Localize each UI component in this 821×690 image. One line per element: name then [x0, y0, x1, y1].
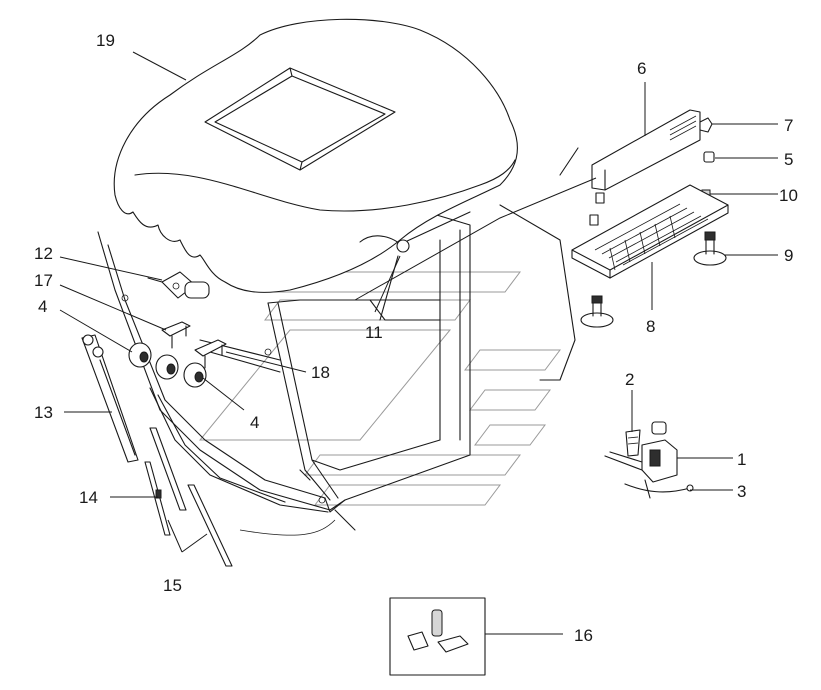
callout-18: 18 — [311, 363, 330, 382]
wiper-motor — [147, 271, 210, 299]
callout-5: 5 — [784, 150, 793, 169]
relay-component — [625, 429, 641, 457]
sun-visor — [591, 109, 701, 191]
wiper-blades — [144, 427, 233, 567]
callout-17: 17 — [34, 271, 53, 290]
mounting-knob-installed — [580, 295, 614, 328]
bracket-18 — [194, 339, 227, 369]
shelf-tray — [571, 184, 729, 279]
callout-15: 15 — [163, 576, 182, 595]
callout-7: 7 — [784, 116, 793, 135]
callout-11: 11 — [365, 323, 383, 342]
visor-clip — [699, 117, 713, 133]
callout-labels: 19 6 7 5 10 9 8 12 17 4 11 18 2 13 4 1 3… — [34, 31, 798, 645]
callout-9: 9 — [784, 246, 793, 265]
small-cap — [703, 151, 715, 163]
cab-frame — [97, 147, 579, 536]
callout-3: 3 — [737, 482, 746, 501]
callout-12: 12 — [34, 244, 53, 263]
round-lamps — [128, 342, 207, 388]
callout-8: 8 — [646, 317, 655, 336]
watermark-logo — [198, 271, 561, 506]
callout-16: 16 — [574, 626, 593, 645]
callout-10: 10 — [779, 186, 798, 205]
callout-4-bottom: 4 — [250, 413, 259, 432]
callout-2: 2 — [625, 370, 634, 389]
pump-cable — [624, 479, 694, 499]
kit-box — [389, 597, 486, 676]
callout-13: 13 — [34, 403, 53, 422]
roof-panel — [113, 18, 518, 293]
mounting-knob — [693, 231, 727, 266]
callout-6: 6 — [637, 59, 646, 78]
bracket-17 — [161, 321, 191, 349]
washer-pump — [604, 421, 678, 483]
callout-4-top: 4 — [38, 297, 47, 316]
roof-beacon — [359, 211, 471, 321]
leader-lines — [59, 51, 778, 635]
callout-19: 19 — [96, 31, 115, 50]
wiper-arm — [81, 334, 139, 463]
callout-14: 14 — [79, 488, 98, 507]
callout-1: 1 — [737, 450, 746, 469]
